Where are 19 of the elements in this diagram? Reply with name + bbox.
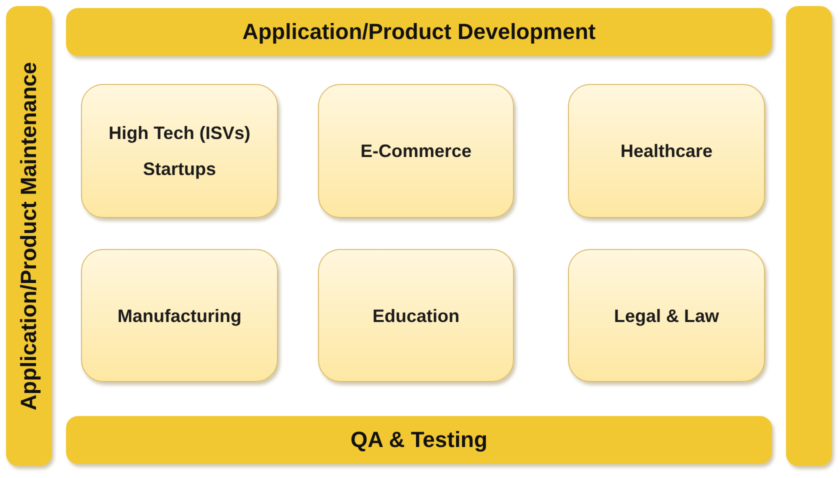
box-label: Manufacturing (118, 304, 242, 328)
band-label: QA & Testing (350, 427, 488, 453)
rounded-box (318, 84, 514, 218)
box-label: High Tech (ISVs) Startups (108, 122, 252, 181)
rounded-box (318, 249, 514, 382)
band-label: Application/Product Development (242, 19, 596, 45)
box-label: Education (372, 304, 460, 328)
box-label: E-Commerce (360, 140, 472, 163)
box-label: Legal & Law (614, 304, 720, 328)
rounded-box (568, 249, 765, 382)
rounded-box (81, 84, 278, 218)
band-label: Application/Product Maintenance (16, 62, 42, 410)
rounded-box (81, 249, 278, 382)
vertical-band (786, 6, 832, 466)
horizontal-band (66, 416, 772, 464)
horizontal-band (66, 8, 772, 56)
box-label: Healthcare (620, 140, 713, 163)
vertical-band (6, 6, 52, 466)
rounded-box (568, 84, 765, 218)
